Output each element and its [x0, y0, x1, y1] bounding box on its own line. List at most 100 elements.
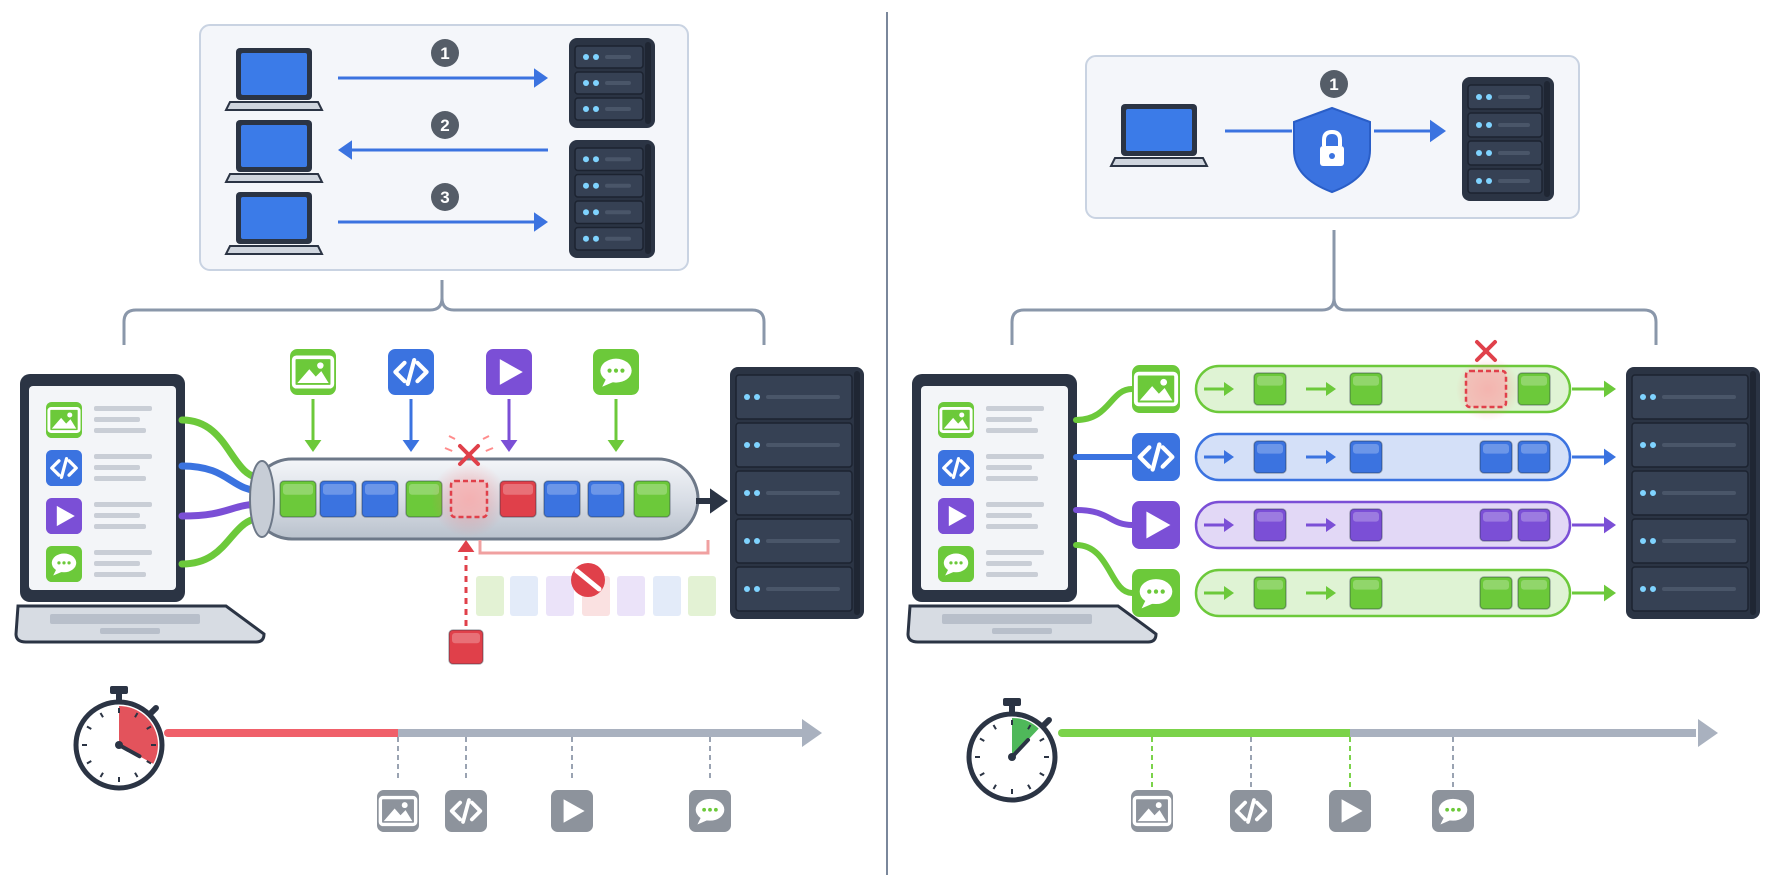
chat-icon	[46, 546, 82, 582]
packet	[633, 480, 671, 518]
packet	[279, 480, 317, 518]
packet	[1349, 440, 1383, 474]
image-icon	[377, 790, 419, 832]
video-icon	[1329, 790, 1371, 832]
packet	[1253, 440, 1287, 474]
loss-spark	[448, 435, 456, 440]
tick	[146, 760, 152, 765]
retransmit-arrow-head	[457, 540, 475, 552]
text-line	[986, 406, 1044, 411]
tick	[86, 725, 92, 730]
text-line	[986, 476, 1038, 481]
blocked-packet	[688, 576, 716, 616]
arrow-head	[1224, 586, 1234, 600]
loss-x-mark	[458, 444, 480, 466]
text-line	[986, 502, 1044, 507]
trackpad	[992, 628, 1052, 634]
text-line	[94, 428, 146, 433]
text-line	[94, 465, 140, 470]
text-line	[94, 572, 146, 577]
right-bracket	[1010, 230, 1658, 345]
text-line	[986, 513, 1032, 518]
left-bracket	[122, 280, 766, 345]
loss-spark	[485, 447, 494, 452]
svg-text:1: 1	[440, 44, 449, 63]
laptop	[14, 374, 266, 644]
server-icon	[569, 140, 655, 258]
stream-lane	[1194, 568, 1572, 618]
text-line	[986, 428, 1038, 433]
server-icon	[1462, 77, 1554, 201]
keyboard	[50, 614, 200, 624]
tick	[992, 724, 997, 730]
laptop-icon	[224, 120, 324, 183]
image-icon	[46, 402, 82, 438]
text-line	[986, 524, 1038, 529]
step-badge: 2	[431, 111, 459, 139]
stream-wire	[1073, 386, 1135, 423]
laptop-icon	[224, 192, 324, 255]
image-icon	[1131, 790, 1173, 832]
tick	[146, 725, 152, 730]
blocked-packet	[510, 576, 538, 616]
arrow-head	[1224, 382, 1234, 396]
tick	[99, 712, 104, 718]
left-client-laptop	[14, 374, 266, 644]
text-line	[94, 417, 140, 422]
laptop	[906, 374, 1158, 644]
chat-icon	[1132, 569, 1180, 617]
stream-lane	[1194, 432, 1572, 482]
svg-text:1: 1	[1329, 75, 1338, 94]
step-badge: 3	[431, 183, 459, 211]
packet	[1479, 576, 1513, 610]
video-icon	[551, 790, 593, 832]
shield-lock-icon	[1293, 106, 1371, 194]
packet	[587, 480, 625, 518]
arrow-head	[402, 440, 420, 452]
tube-exit-arrow	[710, 488, 728, 514]
stream-wire	[178, 514, 266, 568]
left-server	[730, 367, 864, 619]
text-line	[94, 513, 140, 518]
image-icon	[1132, 365, 1180, 413]
packet	[1349, 508, 1383, 542]
arrow-head	[1326, 382, 1336, 396]
packet	[1517, 576, 1551, 610]
packet	[1517, 508, 1551, 542]
timeline-arrow	[802, 719, 822, 747]
arrow-head	[607, 440, 625, 452]
stream-wire	[1073, 542, 1135, 596]
packet	[1253, 372, 1287, 406]
right-stream-lanes	[1073, 340, 1616, 618]
laptop-icon	[224, 48, 324, 111]
server-icon	[569, 38, 655, 128]
timeline-arrow	[1698, 719, 1718, 747]
code-icon	[388, 349, 434, 395]
code-icon	[445, 790, 487, 832]
packet	[1517, 440, 1551, 474]
text-line	[94, 524, 146, 529]
text-line	[94, 476, 146, 481]
text-line	[94, 550, 152, 555]
video-icon	[46, 498, 82, 534]
tick	[1027, 724, 1032, 730]
text-line	[986, 550, 1044, 555]
packet	[1479, 440, 1513, 474]
packet	[1517, 372, 1551, 406]
packet	[361, 480, 399, 518]
blocked-bracket	[478, 540, 710, 555]
blocked-packet	[546, 576, 574, 616]
text-line	[986, 465, 1032, 470]
packet	[1253, 576, 1287, 610]
chat-icon	[593, 349, 639, 395]
right-handshake-row: 1	[1109, 70, 1554, 201]
left-blocked-queue	[448, 540, 716, 665]
chat-icon	[1432, 790, 1474, 832]
blocked-packet	[617, 576, 645, 616]
image-icon	[938, 402, 974, 438]
packet	[1479, 508, 1513, 542]
code-icon	[938, 450, 974, 486]
tick	[1039, 772, 1045, 777]
tick	[979, 737, 985, 742]
